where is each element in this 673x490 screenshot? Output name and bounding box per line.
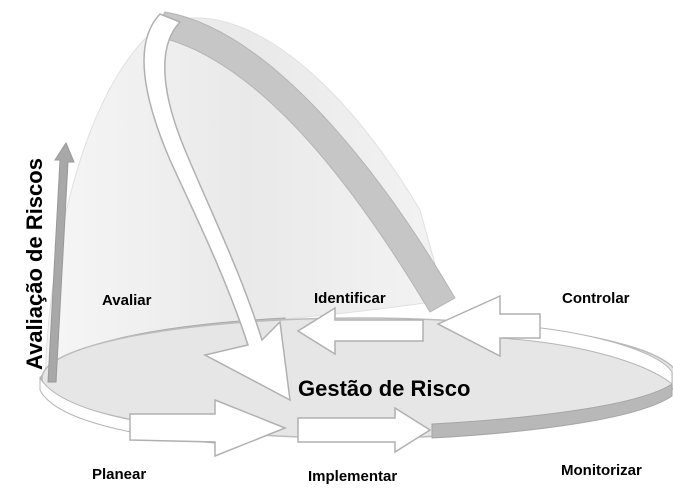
ellipse-front-rim	[431, 383, 673, 439]
stage-label-planear: Planear	[92, 466, 147, 483]
stage-label-controlar: Controlar	[562, 290, 630, 307]
stage-label-monitorizar: Monitorizar	[561, 462, 642, 479]
controlar-arrow	[436, 294, 541, 358]
risk-assessment-axis-label: Avaliação de Riscos	[22, 158, 47, 370]
controlar-loop-band	[499, 323, 673, 386]
planear-arrow	[129, 398, 288, 458]
dome-arc-band	[149, 11, 456, 313]
stage-label-implementar: Implementar	[308, 468, 398, 485]
stage-label-avaliar: Avaliar	[102, 292, 152, 309]
descending-arrow	[143, 13, 291, 402]
stage-label-identificar: Identificar	[314, 290, 386, 307]
identificar-arrow	[296, 306, 424, 356]
vertical-axis-arrow	[47, 141, 75, 383]
center-label: Gestão de Risco	[298, 376, 471, 401]
implementar-arrow	[297, 406, 432, 454]
